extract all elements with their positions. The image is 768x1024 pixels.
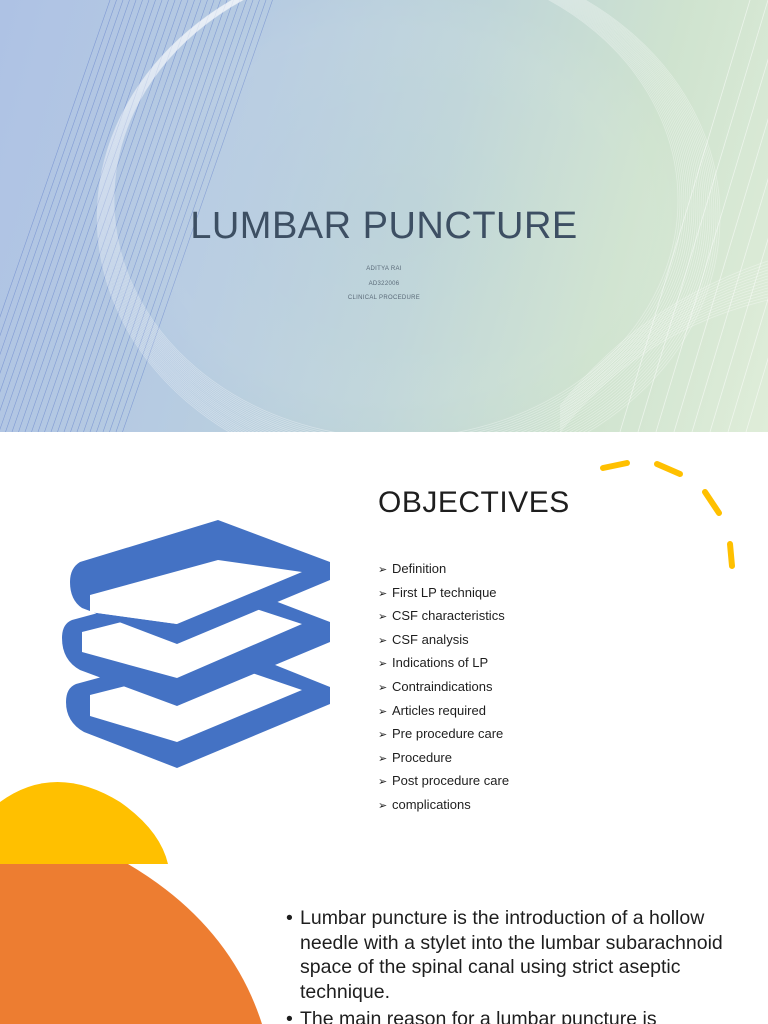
arrow-bullet-icon: ➢ <box>378 729 388 742</box>
objective-item: ➢ Articles required <box>378 699 509 723</box>
definition-decorations <box>0 864 262 1024</box>
definition-paragraph: The main reason for a lumbar puncture is <box>300 1008 657 1024</box>
arrow-bullet-icon: ➢ <box>378 658 388 671</box>
objectives-list: ➢ Definition ➢ First LP technique ➢ CSF chara… <box>378 557 509 817</box>
arrow-bullet-icon: ➢ <box>378 587 388 600</box>
objective-item-label: Articles required <box>392 702 486 718</box>
definition-paragraph: Lumbar puncture is the introduction of a… <box>300 907 723 1003</box>
objective-item: ➢ Contraindications <box>378 675 509 699</box>
objective-item: ➢ CSF characteristics <box>378 604 509 628</box>
objective-item-label: CSF characteristics <box>392 608 505 624</box>
objective-item-label: First LP technique <box>392 584 497 600</box>
author-name: ADITYA RAI <box>366 266 402 272</box>
subject-label: CLINICAL PROCEDURE <box>347 295 421 301</box>
definition-slide: • Lumbar puncture is the introduction of … <box>0 864 768 1024</box>
arrow-bullet-icon: ➢ <box>378 564 388 576</box>
objective-item-label: complications <box>392 796 471 812</box>
arrow-bullet-icon: ➢ <box>378 634 388 647</box>
objectives-slide: OBJECTIVES ➢ Definition ➢ First LP techniqu… <box>0 432 768 864</box>
objective-item-label: Indications of LP <box>392 655 489 671</box>
arrow-bullet-icon: ➢ <box>378 776 388 789</box>
objective-item: ➢ CSF analysis <box>378 628 509 652</box>
objective-item-label: Procedure <box>392 749 452 765</box>
objective-item-label: Post procedure care <box>392 773 510 789</box>
objective-item-label: Contraindications <box>392 678 493 694</box>
objective-item: ➢ Indications of LP <box>378 651 509 675</box>
dashed-arc-decoration <box>600 460 735 569</box>
objective-item: ➢ Post procedure care <box>378 769 509 793</box>
objective-item: ➢ Procedure <box>378 746 509 770</box>
objective-item: ➢ complications <box>378 793 509 817</box>
orange-shape-decoration <box>0 864 262 1024</box>
bullet-dot-icon: • <box>286 1008 293 1024</box>
roll-number: AD322006 <box>368 281 400 287</box>
title-background-lines <box>0 0 768 432</box>
yellow-circle-decoration <box>0 782 168 864</box>
objective-item: ➢ Pre procedure care <box>378 722 509 746</box>
arrow-bullet-icon: ➢ <box>378 681 388 694</box>
objective-item: ➢ Definition <box>378 557 509 581</box>
objective-item-label: CSF analysis <box>392 631 469 647</box>
title-slide: LUMBAR PUNCTURE ADITYA RAI AD322006 CLIN… <box>0 0 768 432</box>
definition-text: • Lumbar puncture is the introduction of … <box>286 906 726 1024</box>
bullet-dot-icon: • <box>286 907 293 929</box>
presentation-title: LUMBAR PUNCTURE <box>190 205 578 247</box>
objective-item-label: Definition <box>392 561 447 576</box>
arrow-bullet-icon: ➢ <box>378 752 388 765</box>
objective-item-label: Pre procedure care <box>392 726 504 742</box>
arrow-bullet-icon: ➢ <box>378 799 388 812</box>
objective-item: ➢ First LP technique <box>378 581 509 605</box>
objectives-decorations <box>0 460 735 864</box>
objectives-heading: OBJECTIVES <box>378 486 570 519</box>
arrow-bullet-icon: ➢ <box>378 611 388 624</box>
definition-bullet: • Lumbar puncture is the introduction of … <box>286 906 726 1004</box>
books-stack-icon <box>62 520 330 768</box>
arrow-bullet-icon: ➢ <box>378 705 388 718</box>
definition-bullet: • The main reason for a lumbar puncture i… <box>286 1007 726 1024</box>
